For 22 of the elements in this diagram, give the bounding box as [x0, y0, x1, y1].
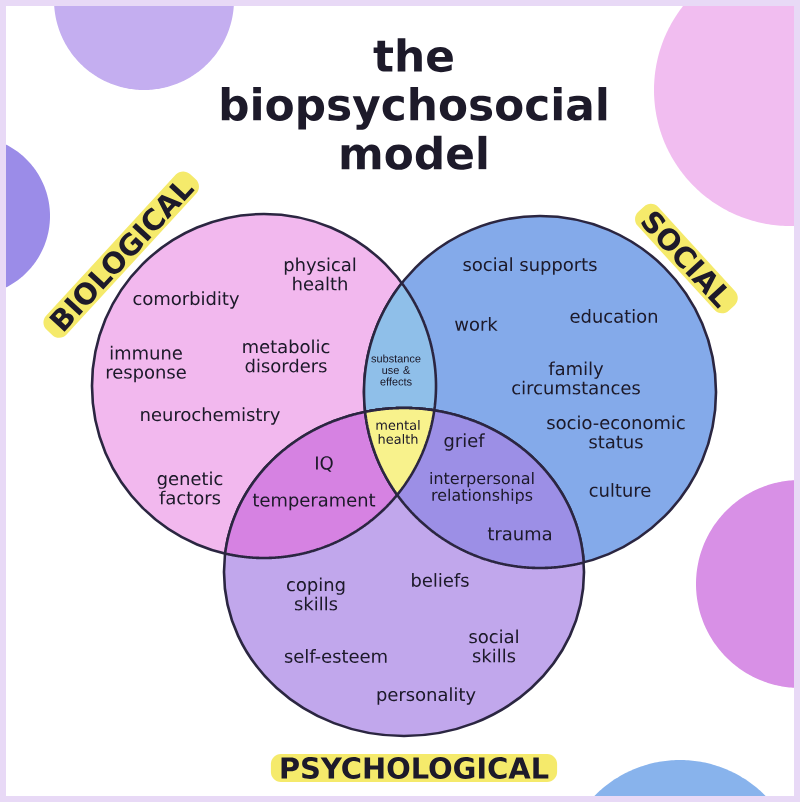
circle-heading: PSYCHOLOGICAL: [270, 754, 558, 782]
item-label: immune response: [106, 345, 186, 383]
item-label: genetic factors: [157, 471, 223, 505]
item-label: personality: [377, 687, 476, 705]
item-label: socio-economic status: [547, 415, 685, 449]
item-label: grief: [444, 433, 485, 451]
item-label: education: [570, 309, 657, 323]
item-label: metabolic disorders: [243, 339, 330, 373]
item-label: trauma: [487, 527, 551, 541]
item-label: coping skills: [287, 577, 345, 611]
item-label: family circumstances: [512, 361, 640, 395]
title: the biopsychosocial model: [221, 38, 607, 170]
item-label: IQ: [316, 456, 333, 472]
item-label: beliefs: [412, 573, 469, 587]
item-label: temperament: [252, 493, 376, 511]
item-label: social supports: [463, 257, 597, 275]
item-label: self-esteem: [284, 649, 387, 663]
item-label: work: [455, 317, 498, 331]
item-label: culture: [589, 483, 651, 497]
item-label: social skills: [469, 629, 518, 663]
item-label: physical health: [284, 257, 356, 291]
item-label: neurochemistry: [141, 407, 280, 425]
